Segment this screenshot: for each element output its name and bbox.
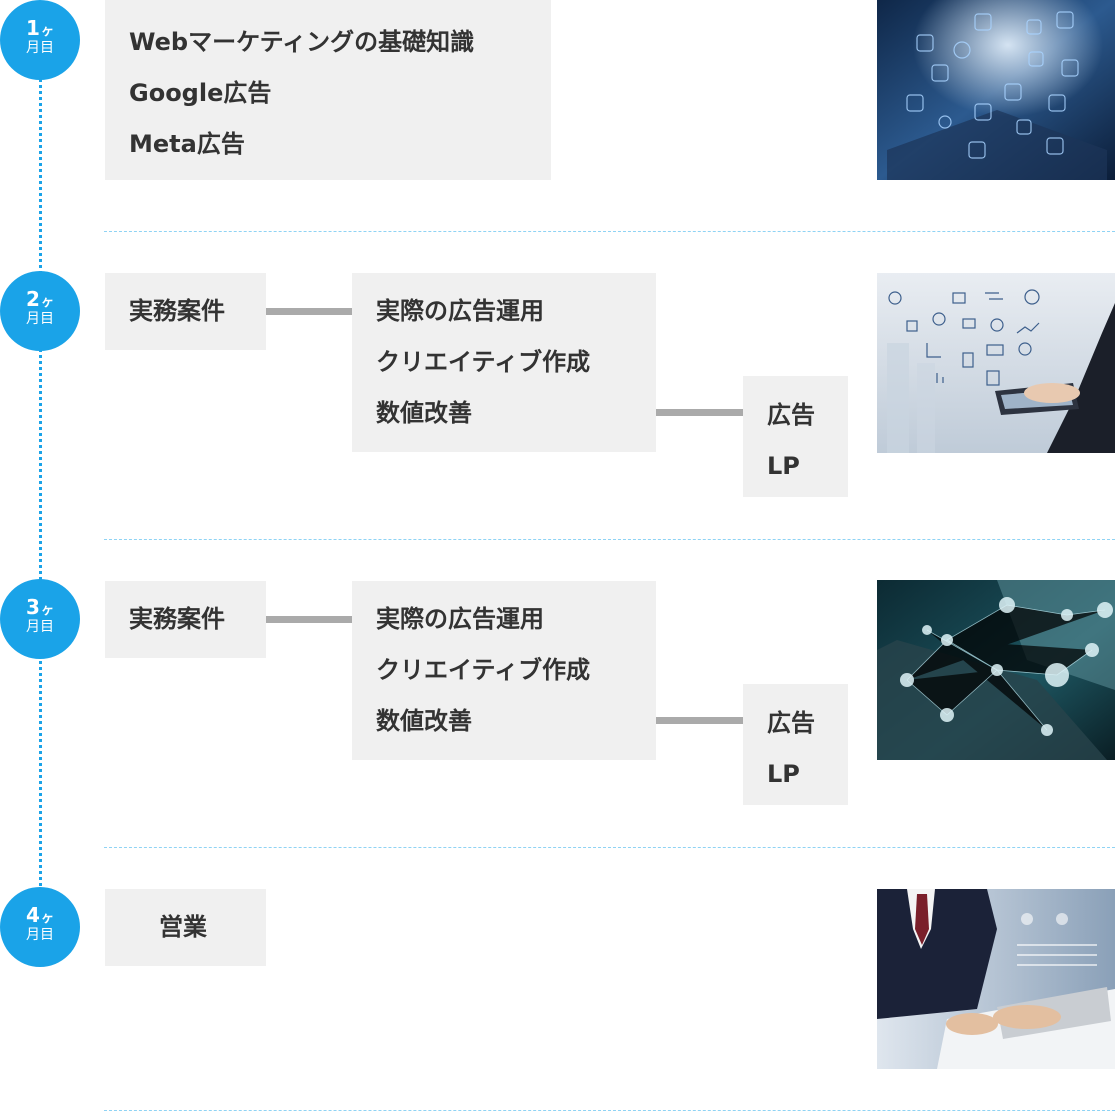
tablet-digital-icons-photo: [877, 273, 1115, 453]
month-suffix: 月目: [26, 927, 54, 943]
month-badge-4: 4ヶ 月目: [0, 887, 80, 967]
connector-line: [266, 308, 352, 315]
step2-task: 実際の広告運用: [376, 297, 544, 325]
month-badge-2: 2ヶ 月目: [0, 271, 80, 351]
connector-line: [266, 616, 352, 623]
step3-output: LP: [767, 760, 800, 788]
month-number: 3: [26, 595, 40, 619]
step2-output: LP: [767, 452, 800, 480]
month-suffix: 月目: [26, 311, 54, 327]
step1-line: Google広告: [129, 79, 272, 107]
step3-tasks-box: 実際の広告運用 クリエイティブ作成 数値改善: [352, 581, 656, 760]
laptop-finance-icons-photo: [877, 0, 1115, 180]
step3-output: 広告: [767, 709, 815, 737]
step1-line: Meta広告: [129, 130, 245, 158]
step2-tasks-box: 実際の広告運用 クリエイティブ作成 数値改善: [352, 273, 656, 452]
step3-task: クリエイティブ作成: [376, 656, 591, 684]
month-number: 2: [26, 287, 40, 311]
timeline-dotted-line: [39, 60, 42, 900]
businessman-laptop-photo: [877, 889, 1115, 1069]
step3-task: 数値改善: [376, 707, 472, 735]
section-divider: [104, 847, 1115, 848]
step3-category: 実務案件: [129, 605, 225, 633]
step2-task: 数値改善: [376, 399, 472, 427]
connector-line: [656, 409, 743, 416]
step2-category: 実務案件: [129, 297, 225, 325]
step4-category: 営業: [159, 913, 207, 941]
section-divider: [104, 1110, 1115, 1111]
month-number: 4: [26, 903, 40, 927]
section-divider: [104, 539, 1115, 540]
step3-outputs-box: 広告 LP: [743, 684, 848, 805]
step2-category-box: 実務案件: [105, 273, 266, 350]
step1-line: Webマーケティングの基礎知識: [129, 28, 475, 56]
step2-outputs-box: 広告 LP: [743, 376, 848, 497]
month-suffix: 月目: [26, 40, 54, 56]
month-badge-3: 3ヶ 月目: [0, 579, 80, 659]
step2-output: 広告: [767, 401, 815, 429]
month-unit: ヶ: [40, 295, 54, 310]
month-badge-1: 1ヶ 月目: [0, 0, 80, 80]
month-number: 1: [26, 16, 40, 40]
month-unit: ヶ: [40, 911, 54, 926]
section-divider: [104, 231, 1115, 232]
step3-task: 実際の広告運用: [376, 605, 544, 633]
month-unit: ヶ: [40, 24, 54, 39]
month-unit: ヶ: [40, 603, 54, 618]
month-suffix: 月目: [26, 619, 54, 635]
step2-task: クリエイティブ作成: [376, 348, 591, 376]
step3-category-box: 実務案件: [105, 581, 266, 658]
connector-line: [656, 717, 743, 724]
step4-category-box: 営業: [105, 889, 266, 966]
step1-basics-box: Webマーケティングの基礎知識 Google広告 Meta広告: [105, 0, 551, 180]
laptop-network-photo: [877, 580, 1115, 760]
